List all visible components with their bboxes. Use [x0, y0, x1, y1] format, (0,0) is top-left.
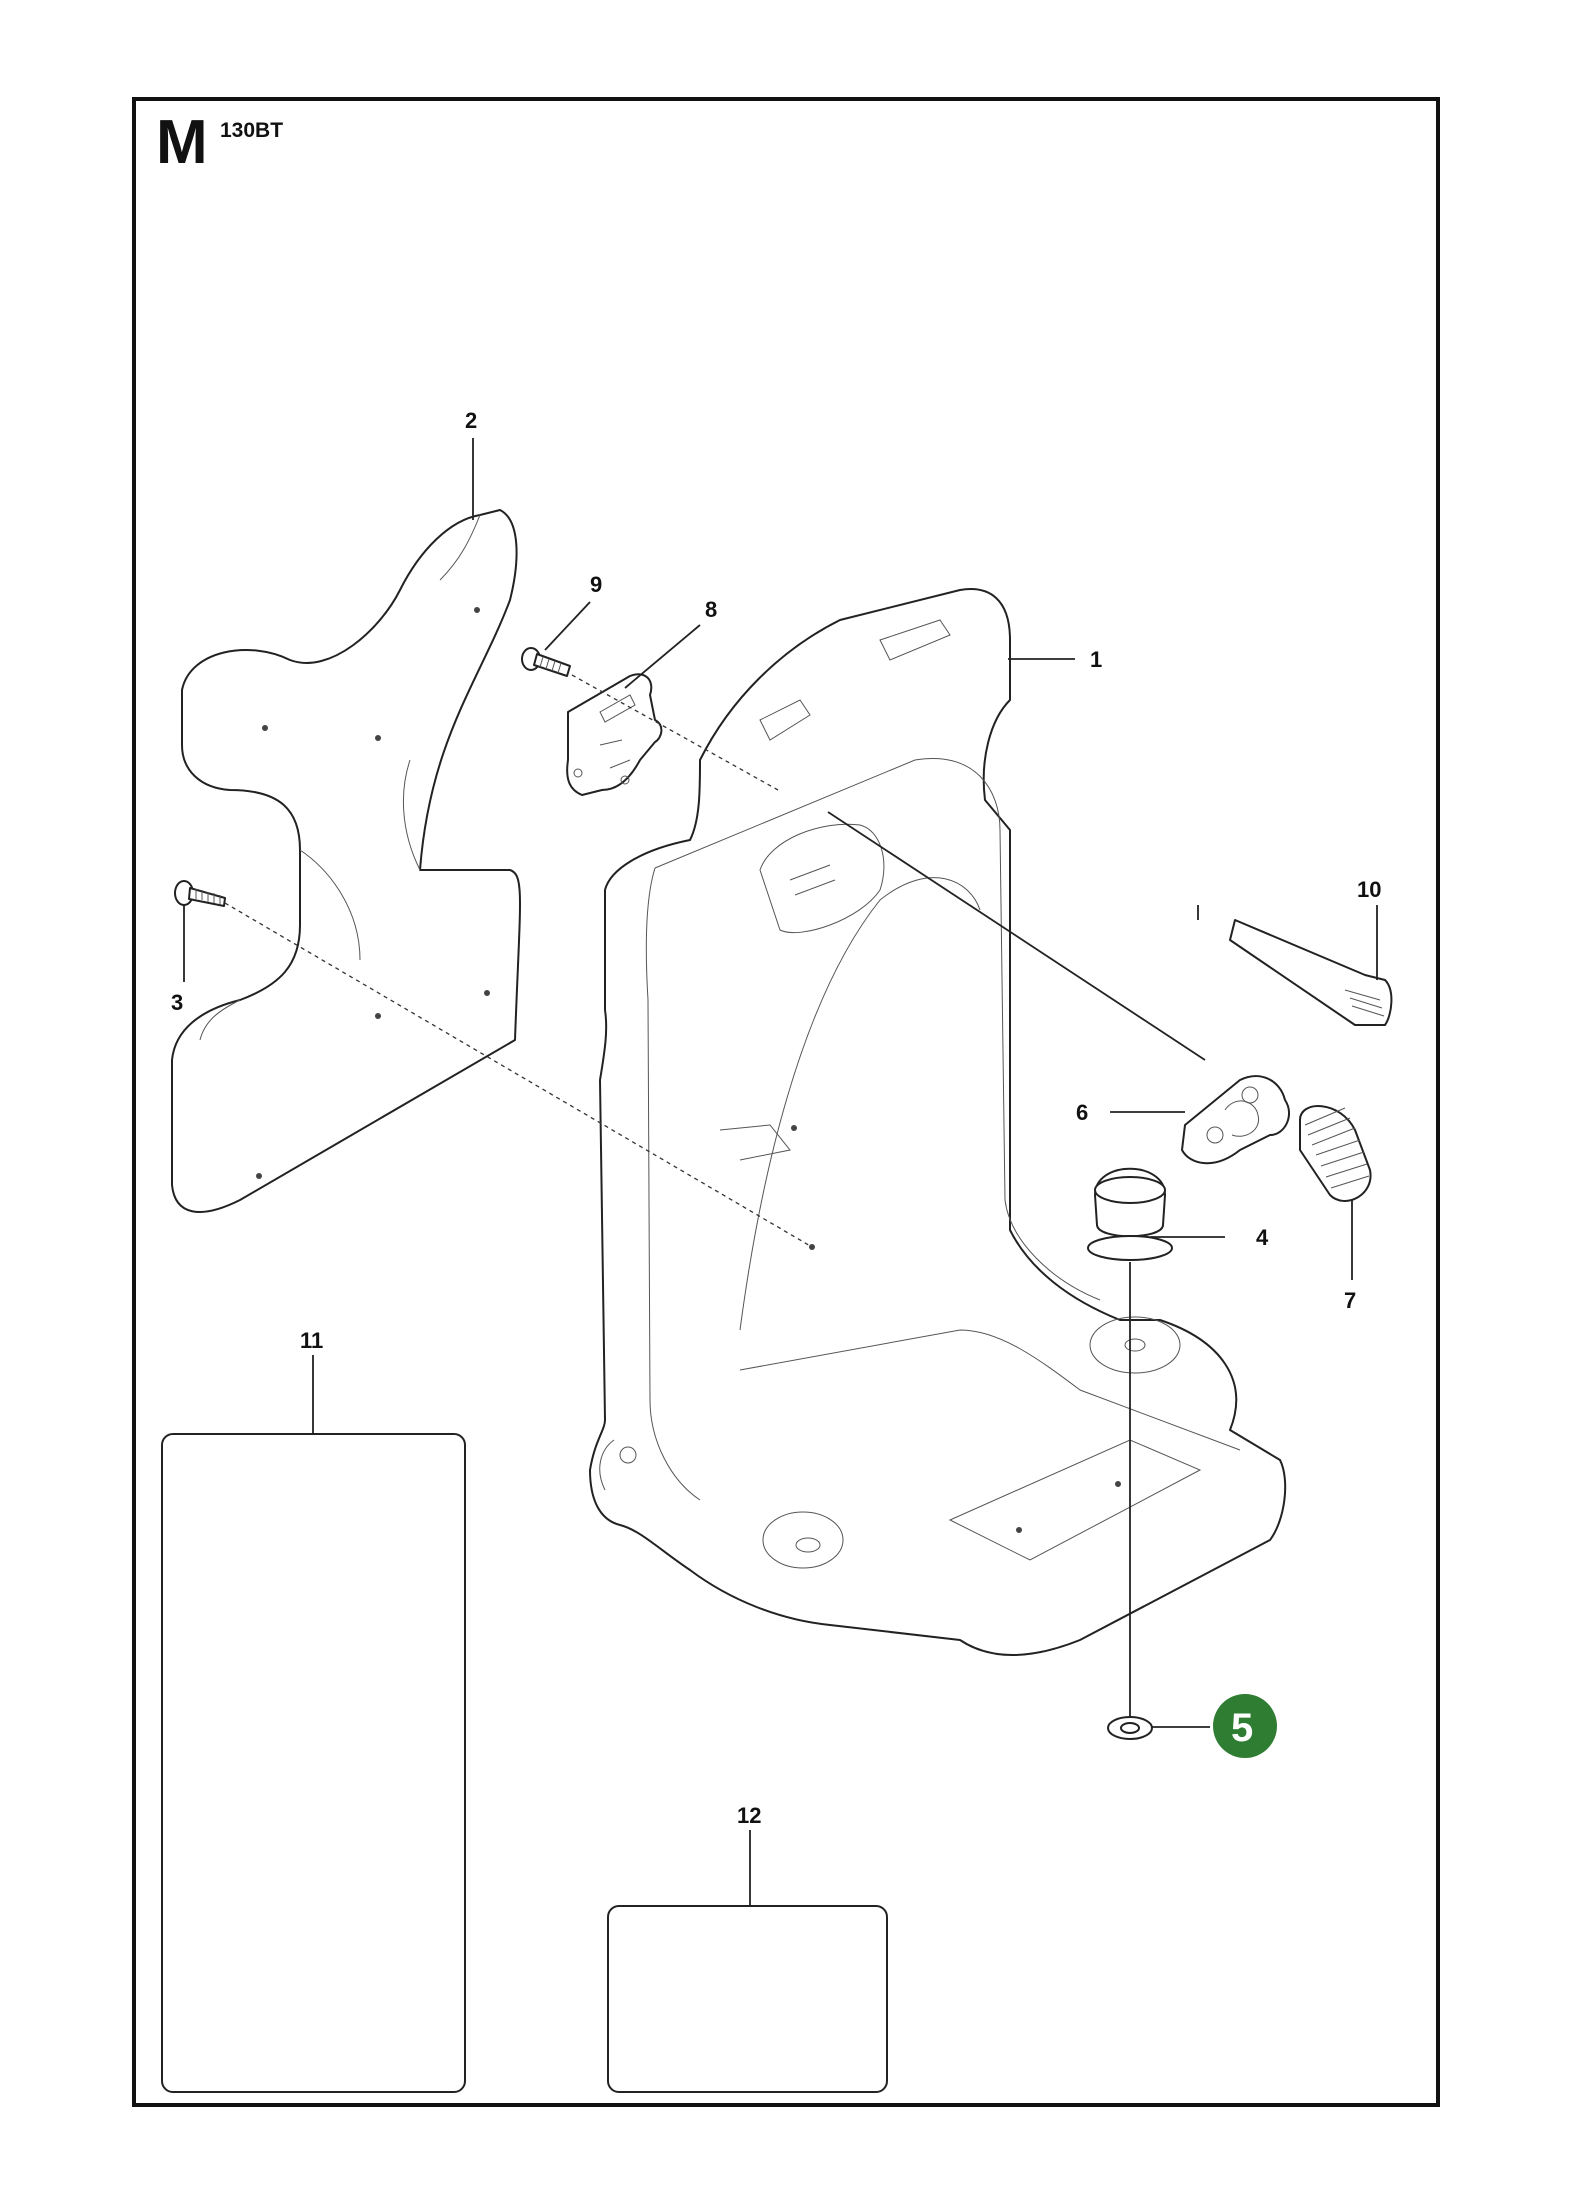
buffer-part-4: [1087, 1167, 1173, 1290]
section-letter: M: [156, 108, 208, 177]
back-pad: [171, 509, 521, 1213]
callout-3: 3: [171, 990, 183, 1015]
callout-7: 7: [1344, 1288, 1356, 1313]
strap-part-10: [1229, 919, 1393, 1026]
bracket-plate-part-8: [566, 673, 663, 796]
model-name: 130BT: [220, 119, 284, 142]
callout-9: 9: [590, 572, 602, 597]
callout-4: 4: [1256, 1225, 1269, 1250]
backpack-frame: [589, 588, 1287, 1656]
callout-2: 2: [465, 408, 477, 433]
callout-6: 6: [1076, 1100, 1088, 1125]
callout-12: 12: [737, 1803, 761, 1828]
screw-part-3: [174, 880, 226, 907]
callout-labels: 1 2 3 4 5 6 7 8 9 10 11 12: [171, 408, 1381, 1828]
spring-part-7: [1299, 1105, 1372, 1202]
assembly-lines: [224, 674, 1206, 1716]
pivot-part-6: [1181, 1075, 1290, 1165]
callout-11: 11: [300, 1328, 323, 1353]
callout-leaders: [183, 438, 1378, 1906]
decal-panel-11: [161, 1433, 466, 2093]
washer-part-5: [1107, 1716, 1153, 1740]
callout-10: 10: [1357, 877, 1381, 902]
screw-part-9: [521, 647, 571, 677]
decal-panel-12: [607, 1905, 888, 2093]
diagram-frame: [132, 97, 1440, 2107]
highlight-badge: [1213, 1694, 1277, 1758]
callout-1: 1: [1090, 647, 1102, 672]
callout-5: 5: [1231, 1706, 1253, 1750]
callout-8: 8: [705, 597, 717, 622]
